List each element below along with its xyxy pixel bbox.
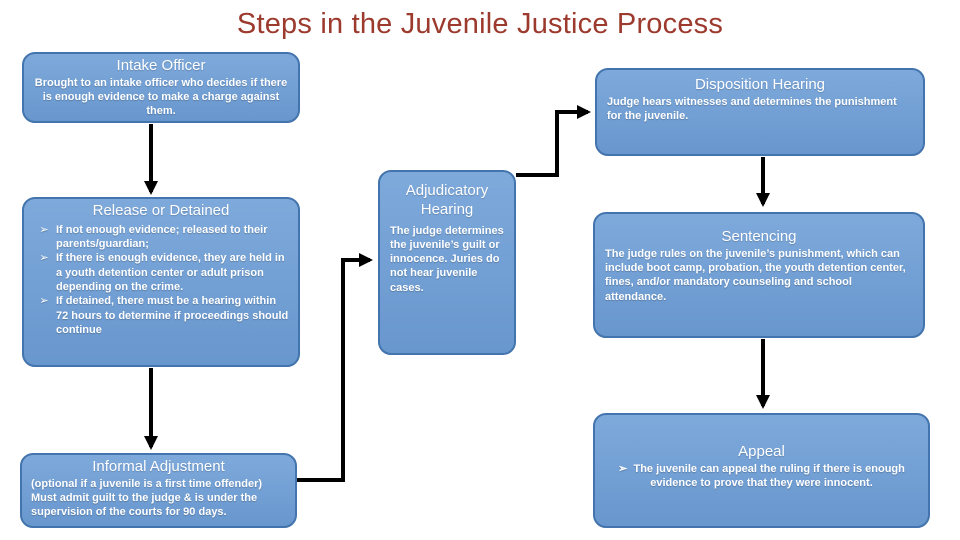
intake-body: Brought to an intake officer who decides…	[34, 76, 288, 118]
box-informal-adjustment: Informal Adjustment (optional if a juven…	[20, 453, 297, 528]
release-bullet-list: ➢ If not enough evidence; released to th…	[24, 221, 298, 337]
list-item: ➢ If detained, there must be a hearing w…	[32, 294, 290, 337]
box-sentencing: Sentencing The judge rules on the juveni…	[593, 212, 925, 338]
appeal-title: Appeal	[738, 443, 785, 460]
informal-title: Informal Adjustment	[92, 458, 225, 475]
arrow-bullet-icon: ➢	[39, 223, 49, 236]
box-release-or-detained: Release or Detained ➢ If not enough evid…	[22, 197, 300, 367]
box-appeal: Appeal ➢ The juvenile can appeal the rul…	[593, 413, 930, 528]
box-disposition-hearing: Disposition Hearing Judge hears witnesse…	[595, 68, 925, 156]
release-title: Release or Detained	[92, 202, 230, 219]
bullet-text: If detained, there must be a hearing wit…	[56, 295, 289, 336]
slide-title: Steps in the Juvenile Justice Process	[236, 8, 724, 40]
arrow-bullet-icon: ➢	[39, 295, 49, 308]
disposition-title: Disposition Hearing	[694, 76, 826, 93]
appeal-body-text: The juvenile can appeal the ruling if th…	[633, 462, 905, 490]
list-item: ➢ If not enough evidence; released to th…	[32, 223, 290, 252]
arrow-bullet-icon: ➢	[39, 252, 49, 265]
appeal-body: ➢ The juvenile can appeal the ruling if …	[607, 462, 916, 491]
bullet-text: If not enough evidence; released to thei…	[56, 223, 268, 251]
connector-informal-to-adjudicatory	[297, 253, 373, 482]
intake-title: Intake Officer	[116, 57, 206, 74]
box-intake-officer: Intake Officer Brought to an intake offi…	[22, 52, 300, 123]
adjudicatory-body: The judge determines the juvenile’s guil…	[390, 224, 504, 294]
box-adjudicatory-hearing: Adjudicatory Hearing The judge determine…	[378, 170, 516, 355]
arrow-bullet-icon: ➢	[618, 462, 628, 475]
informal-body: (optional if a juvenile is a first time …	[31, 477, 263, 519]
adjudicatory-title: Adjudicatory Hearing	[405, 182, 489, 218]
connector-adjudicatory-to-disposition	[516, 105, 591, 177]
list-item: ➢ If there is enough evidence, they are …	[32, 251, 290, 294]
sentencing-title: Sentencing	[721, 228, 797, 245]
bullet-text: If there is enough evidence, they are he…	[56, 252, 285, 293]
disposition-body: Judge hears witnesses and determines the…	[607, 95, 897, 123]
sentencing-body: The judge rules on the juvenile’s punish…	[605, 247, 906, 303]
